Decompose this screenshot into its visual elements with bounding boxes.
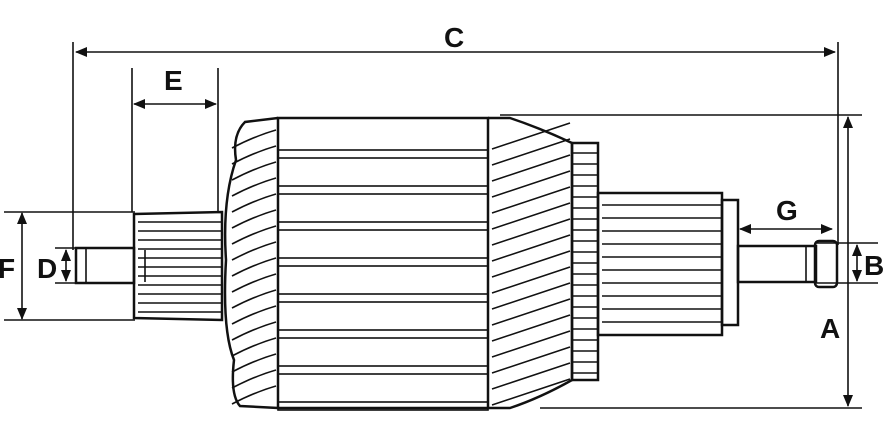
winding-wire: [491, 298, 571, 326]
label-d: D: [37, 253, 57, 284]
winding-wire: [231, 369, 277, 389]
core-slot: [277, 257, 489, 267]
winding-wire: [231, 305, 277, 325]
label-f: F: [0, 253, 15, 284]
winding-wire: [231, 241, 277, 261]
winding-wire: [491, 330, 571, 358]
core-slot: [277, 221, 489, 231]
winding-wire: [491, 218, 571, 246]
left-winding-end: [223, 116, 279, 410]
right-winding-end: [488, 116, 574, 410]
label-a: A: [820, 313, 840, 344]
left-shaft: [74, 246, 136, 285]
core-slot: [277, 401, 489, 411]
winding-wire: [491, 170, 571, 198]
winding-wire: [491, 346, 571, 374]
winding-wire: [231, 193, 277, 213]
winding-wire: [491, 250, 571, 278]
winding-wire: [231, 177, 277, 197]
winding-wire: [491, 122, 571, 150]
winding-wire: [231, 129, 277, 149]
label-c: C: [444, 22, 464, 53]
winding-wire: [491, 266, 571, 294]
core-slot: [277, 293, 489, 303]
winding-wire: [491, 138, 571, 166]
winding-wire: [491, 314, 571, 342]
winding-wire: [231, 225, 277, 245]
winding-wire: [491, 362, 571, 390]
winding-wire: [231, 209, 277, 229]
winding-wire: [231, 289, 277, 309]
winding-wire: [491, 202, 571, 230]
pinion-gear: [132, 210, 224, 322]
label-e: E: [164, 65, 183, 96]
core-slot: [277, 185, 489, 195]
winding-wire: [231, 337, 277, 357]
winding-wire: [491, 282, 571, 310]
core-slot: [277, 329, 489, 339]
right-shaft-journal: [813, 239, 839, 289]
winding-wire: [491, 154, 571, 182]
core-slot: [277, 365, 489, 375]
winding-wire: [231, 257, 277, 277]
winding-wire: [231, 161, 277, 181]
label-b: B: [864, 250, 884, 281]
winding-wire: [231, 385, 277, 405]
armature-core: [276, 116, 490, 411]
commutator: [570, 141, 600, 382]
label-g: G: [776, 195, 798, 226]
winding-wire: [231, 145, 277, 165]
winding-wire: [231, 321, 277, 341]
winding-wire: [491, 378, 571, 406]
right-shaft: [736, 244, 818, 284]
winding-wire: [231, 273, 277, 293]
commutator-body: [596, 191, 740, 337]
core-slot: [277, 149, 489, 159]
extension-lines: [4, 42, 878, 409]
winding-wire: [491, 186, 571, 214]
winding-wire: [231, 353, 277, 373]
winding-wire: [491, 234, 571, 262]
